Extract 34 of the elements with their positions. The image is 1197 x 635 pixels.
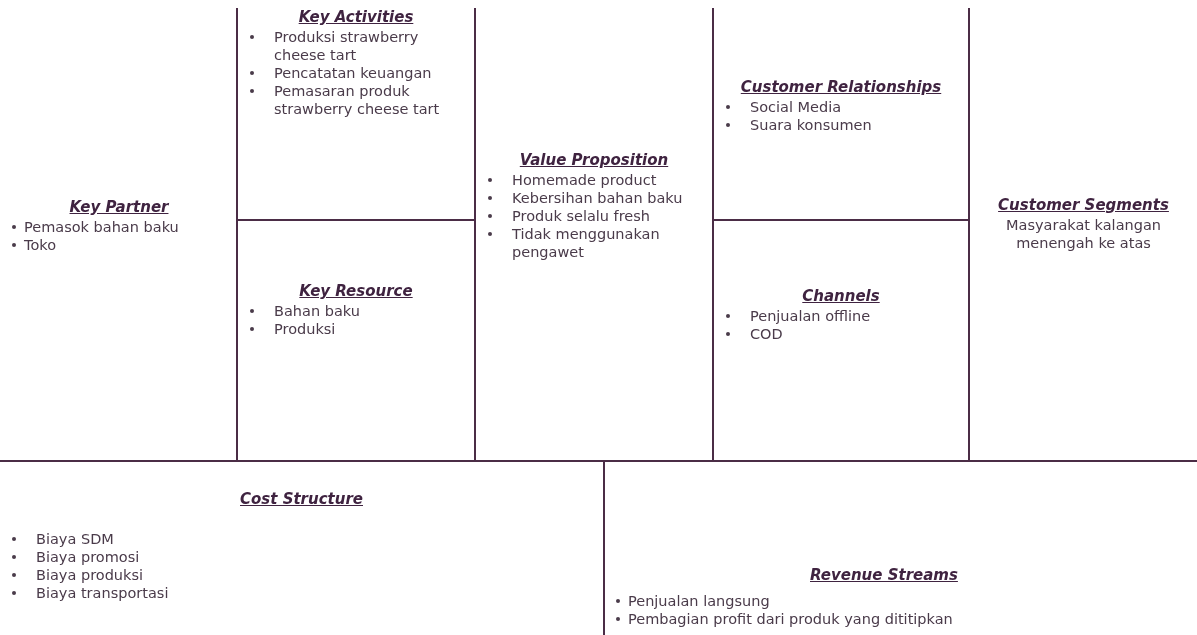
bullet-item: Kebersihan bahan baku [482,189,706,207]
bullet-item: Produksi [244,320,468,338]
section-heading: Channels [802,287,880,305]
bullet-item: Pencatatan keuangan [244,64,468,82]
bullet-item: Tidak menggunakan pengawet [482,225,706,261]
bullet-item: Produk selalu fresh [482,207,706,225]
bullet-item: Biaya produksi [6,566,597,584]
bullet-item: Social Media [720,98,962,116]
section-heading: Revenue Streams [810,566,958,584]
bullet-item: Biaya transportasi [6,584,597,602]
segment-text: Masyarakat kalangan menengah ke atas [1005,216,1162,252]
bullet-item: Biaya SDM [6,530,597,548]
bullet-item: Bahan baku [244,302,468,320]
canvas-panel [714,8,970,221]
section-heading: Key Activities [298,8,414,26]
bullet-item: COD [720,325,962,343]
bullet-item: Pemasaran produk strawberry cheese tart [244,82,468,118]
section-heading: Customer Relationships [740,78,942,96]
bullet-item: Toko [6,236,232,254]
bullet-item: Penjualan offline [720,307,962,325]
bullet-item: Biaya promosi [6,548,597,566]
bullet-item: Pemasok bahan baku [6,218,232,236]
canvas-panel [0,460,605,635]
section-heading: Key Partner [69,198,169,216]
section-heading: Key Resource [299,282,413,300]
section-heading: Cost Structure [240,490,363,508]
section-heading: Customer Segments [998,196,1169,214]
section-heading: Value Proposition [519,151,669,169]
bullet-item: Pembagian profit dari produk yang dititipkan [610,610,1191,628]
bullet-item: Produksi strawberry cheese tart [244,28,468,64]
bullet-item: Suara konsumen [720,116,962,134]
bullet-item: Penjualan langsung [610,592,1191,610]
bullet-item: Homemade product [482,171,706,189]
canvas-panel [238,8,476,221]
